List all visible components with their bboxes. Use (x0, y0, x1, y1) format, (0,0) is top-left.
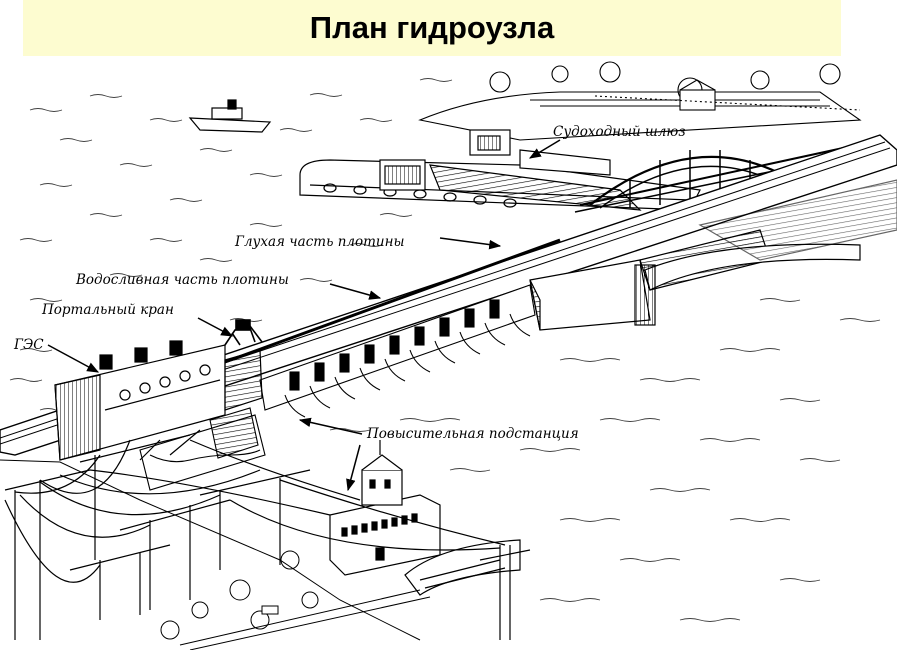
substation-label: Повысительная подстанция (366, 426, 579, 442)
page-title: План гидроузла (309, 10, 555, 45)
blind-dam-label: Глухая часть плотины (234, 234, 405, 250)
portal-crane-label: Портальный кран (41, 302, 174, 318)
title-banner: План гидроузла (23, 0, 841, 56)
transmission-lines (4, 429, 531, 640)
near-bank (0, 459, 421, 641)
label-substation: Повысительная подстанция (298, 417, 579, 492)
spillway-bays (259, 284, 536, 418)
label-spillway-dam: Водосливная часть плотины (75, 272, 382, 300)
foreground-trees (160, 550, 431, 650)
water-downstream (329, 298, 881, 622)
label-lock: Судоходный шлюз (528, 124, 686, 159)
substation-building (329, 440, 521, 596)
spillway-dam-label: Водосливная часть плотины (75, 272, 289, 288)
tailrace (139, 407, 266, 491)
lock-label: Судоходный шлюз (553, 124, 686, 140)
far-bank (418, 61, 862, 141)
hpp-building (54, 340, 263, 461)
hpp-label: ГЭС (13, 337, 44, 353)
label-portal-crane: Портальный кран (41, 302, 234, 337)
water-upstream (9, 78, 483, 412)
label-hpp: ГЭС (13, 337, 100, 373)
label-blind-dam: Глухая часть плотины (234, 234, 502, 250)
portal-crane (224, 319, 263, 346)
ship-icon (188, 99, 272, 133)
blind-dam (529, 179, 897, 331)
